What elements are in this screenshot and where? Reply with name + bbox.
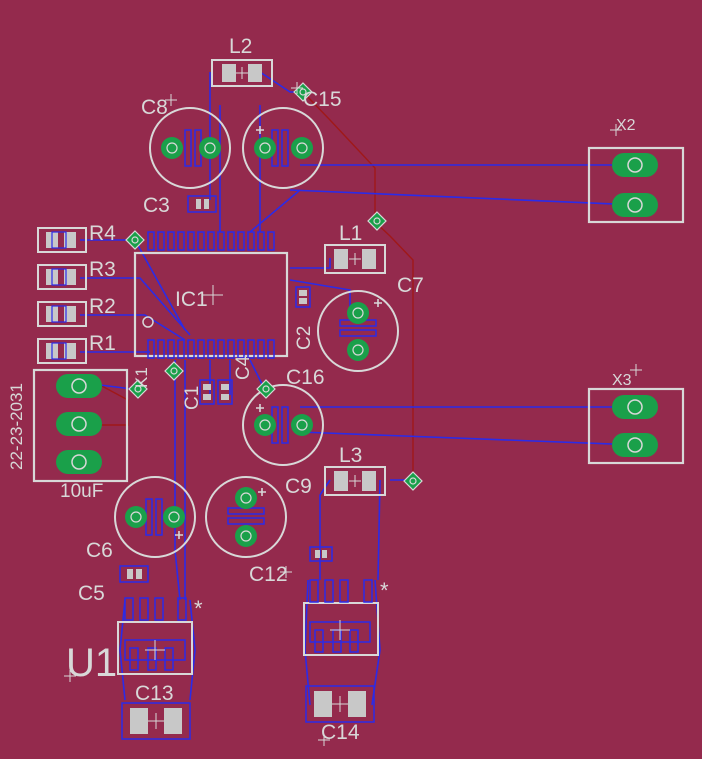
c6-footprint <box>114 476 196 558</box>
x2-connector[interactable] <box>587 146 685 224</box>
label-l1: L1 <box>339 222 362 245</box>
label-c4: C4 <box>233 355 254 380</box>
label-c8: C8 <box>141 96 168 119</box>
silkscreen-labels: L2 C8 C15 C3 X2 R4 R3 R2 R1 IC1 L1 C7 C2… <box>7 35 636 744</box>
via-k1 <box>128 379 148 399</box>
label-u1: U1 <box>66 641 117 685</box>
label-connector-part: 22-23-2031 <box>7 383 26 470</box>
label-10uf: 10uF <box>60 481 103 502</box>
via-ic1-bottom <box>164 361 184 381</box>
c2-footprint <box>295 286 311 308</box>
l3-footprint[interactable] <box>324 466 386 496</box>
label-c2: C2 <box>294 326 315 350</box>
electrolytic-capacitors[interactable] <box>114 107 399 558</box>
label-c1: C1 <box>182 386 203 410</box>
smd-capacitors[interactable] <box>119 195 333 583</box>
c7-footprint <box>317 290 399 372</box>
label-c14: C14 <box>321 721 360 744</box>
label-r4: R4 <box>89 222 116 245</box>
c-u2-small-footprint <box>309 546 333 562</box>
r2-footprint <box>37 301 87 327</box>
label-c13: C13 <box>135 682 174 705</box>
resistor-pads[interactable] <box>37 227 87 364</box>
c3-footprint <box>187 195 217 213</box>
via-x2 <box>367 211 387 231</box>
l2-footprint[interactable] <box>211 59 273 87</box>
label-c5: C5 <box>78 582 105 605</box>
label-x3: X3 <box>612 372 632 389</box>
bottom-traces <box>80 71 639 706</box>
label-r2: R2 <box>89 295 116 318</box>
r4-footprint <box>37 227 87 253</box>
r3-footprint <box>37 264 87 290</box>
r1-footprint <box>37 338 87 364</box>
label-c7: C7 <box>397 274 424 297</box>
c15-cap-footprint <box>242 107 324 189</box>
c14-footprint[interactable] <box>305 685 375 723</box>
via-c4 <box>256 379 276 399</box>
c1-footprint <box>199 379 215 405</box>
label-r3: R3 <box>89 258 116 281</box>
via-l3 <box>403 471 423 491</box>
label-k1: K1 <box>132 367 151 388</box>
label-ic1: IC1 <box>175 288 208 311</box>
l1-footprint[interactable] <box>324 244 386 274</box>
label-pin1-u1: * <box>194 596 203 621</box>
label-c16: C16 <box>286 366 325 389</box>
label-c15: C15 <box>303 88 342 111</box>
c8-footprint <box>149 107 231 189</box>
x3-connector[interactable] <box>587 387 685 465</box>
vias <box>125 82 423 491</box>
label-r1: R1 <box>89 332 116 355</box>
ic1-footprint[interactable] <box>133 231 289 359</box>
label-c3: C3 <box>143 194 170 217</box>
label-l3: L3 <box>339 444 362 467</box>
label-c6: C6 <box>86 539 113 562</box>
u2-footprint[interactable] <box>303 579 379 656</box>
c16-footprint <box>242 384 324 466</box>
label-c12: C12 <box>249 563 288 586</box>
origin-markers <box>64 82 642 746</box>
k1-connector[interactable] <box>32 368 129 483</box>
label-pin1-u2: * <box>380 578 389 603</box>
u1-footprint[interactable] <box>117 597 193 675</box>
via-r4 <box>125 230 145 250</box>
label-c9: C9 <box>285 475 312 498</box>
c5-footprint <box>119 565 149 583</box>
c4-footprint <box>217 379 233 405</box>
c12-footprint <box>205 476 287 558</box>
c13-footprint[interactable] <box>121 702 191 740</box>
label-x2: X2 <box>616 117 636 134</box>
label-l2: L2 <box>229 35 252 58</box>
